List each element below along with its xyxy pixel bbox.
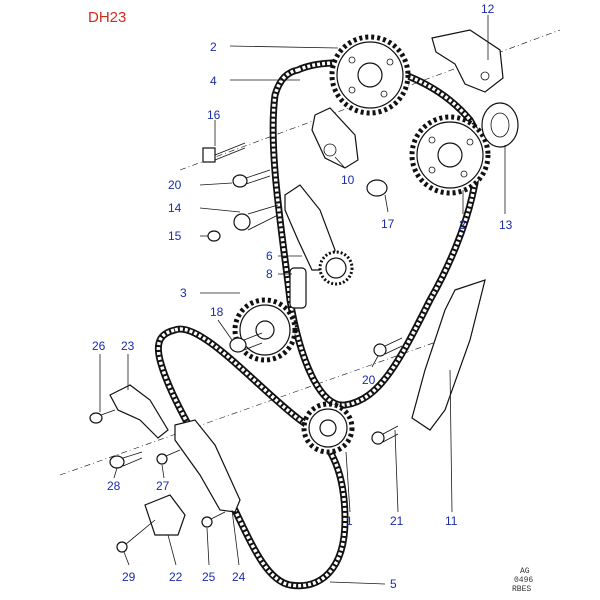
bolt-27 bbox=[156, 449, 181, 465]
bolt-25 bbox=[201, 511, 226, 528]
chain-guide-long bbox=[411, 279, 486, 431]
callout-21: 21 bbox=[390, 514, 404, 528]
chain-guide-upper bbox=[311, 107, 359, 169]
bolt-29 bbox=[116, 519, 156, 553]
callout-18: 18 bbox=[210, 305, 224, 319]
thrust-washer bbox=[481, 102, 519, 148]
bolt-16 bbox=[202, 142, 246, 163]
diagram-code: DH23 bbox=[88, 9, 126, 26]
bolt-21 bbox=[371, 425, 399, 445]
callout-25: 25 bbox=[202, 570, 216, 584]
guide-bracket bbox=[109, 384, 169, 439]
bolt-28 bbox=[109, 451, 143, 469]
callout-4: 4 bbox=[210, 74, 217, 88]
callout-22: 22 bbox=[169, 570, 183, 584]
callout-20-upper: 20 bbox=[168, 178, 182, 192]
lower-chain-links bbox=[156, 327, 347, 588]
callout-23: 23 bbox=[121, 339, 135, 353]
callout-2-upper: 2 bbox=[210, 40, 217, 54]
callout-6: 6 bbox=[266, 249, 273, 263]
callout-27: 27 bbox=[156, 479, 170, 493]
callout-29: 29 bbox=[122, 570, 136, 584]
stamp-line-3: RBES bbox=[512, 585, 531, 594]
tensioner-plunger bbox=[289, 267, 307, 309]
upper-chain-links bbox=[271, 61, 480, 407]
callout-2-lower: 2 bbox=[459, 218, 466, 232]
callout-15: 15 bbox=[168, 229, 182, 243]
callout-20-lower: 20 bbox=[362, 373, 376, 387]
intermediate-sprocket bbox=[232, 297, 298, 363]
stamp-line-1: AG bbox=[520, 567, 530, 576]
callout-16: 16 bbox=[207, 108, 221, 122]
callout-13: 13 bbox=[499, 218, 513, 232]
mounting-bracket bbox=[431, 29, 504, 93]
camshaft-sprocket-upper bbox=[329, 34, 411, 116]
callout-26: 26 bbox=[92, 339, 106, 353]
callout-14: 14 bbox=[168, 201, 182, 215]
camshaft-sprocket-lower bbox=[409, 114, 491, 196]
callout-5: 5 bbox=[390, 577, 397, 591]
bolt-18 bbox=[229, 332, 263, 353]
lower-axis-centerline bbox=[59, 329, 471, 476]
nut-17 bbox=[366, 179, 388, 197]
stamp-line-2: 0496 bbox=[514, 576, 533, 585]
callout-8: 8 bbox=[266, 267, 273, 281]
callout-11: 11 bbox=[445, 514, 458, 528]
bolt-20-lower bbox=[373, 337, 403, 357]
crankshaft-sprocket bbox=[301, 401, 355, 455]
bolt-14 bbox=[233, 204, 279, 231]
tensioner-rail bbox=[174, 419, 241, 513]
upper-axis-centerline bbox=[179, 29, 561, 171]
callout-3: 3 bbox=[180, 286, 187, 300]
callout-12: 12 bbox=[481, 2, 495, 16]
callout-28: 28 bbox=[107, 479, 121, 493]
callout-24: 24 bbox=[232, 570, 246, 584]
lower-tensioner bbox=[144, 494, 186, 536]
bolt-26 bbox=[89, 409, 116, 424]
bolt-20-upper bbox=[232, 169, 271, 188]
washer-15 bbox=[207, 230, 221, 242]
callout-1: 1 bbox=[346, 514, 353, 528]
callout-10: 10 bbox=[341, 173, 355, 187]
callout-17: 17 bbox=[381, 217, 395, 231]
